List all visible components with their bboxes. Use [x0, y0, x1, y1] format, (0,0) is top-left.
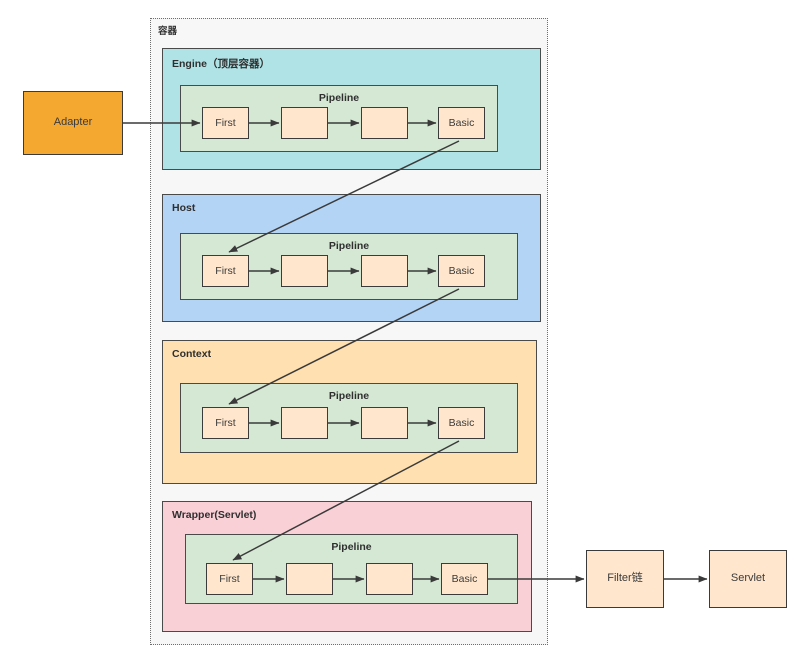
valve-label: First — [215, 265, 236, 277]
valve-wrapper-basic[interactable]: Basic — [441, 563, 488, 595]
valve-engine-basic[interactable]: Basic — [438, 107, 485, 139]
pipeline-context-label: Pipeline — [328, 390, 370, 402]
pipeline-host-label: Pipeline — [328, 240, 370, 252]
valve-host-3[interactable] — [361, 255, 408, 287]
valve-host-first[interactable]: First — [202, 255, 249, 287]
valve-wrapper-first[interactable]: First — [206, 563, 253, 595]
valve-engine-2[interactable] — [281, 107, 328, 139]
tier-context-label: Context — [172, 348, 212, 360]
valve-label: First — [219, 573, 240, 585]
valve-context-basic[interactable]: Basic — [438, 407, 485, 439]
servlet-label: Servlet — [730, 572, 766, 585]
valve-label: First — [215, 417, 236, 429]
adapter-box[interactable]: Adapter — [23, 91, 123, 155]
valve-label: Basic — [448, 417, 475, 429]
valve-label: First — [215, 117, 236, 129]
adapter-label: Adapter — [53, 116, 93, 129]
outer-container-label: 容器 — [158, 26, 178, 37]
pipeline-engine-label: Pipeline — [318, 92, 360, 104]
valve-label: Basic — [451, 573, 478, 585]
tier-wrapper-label: Wrapper(Servlet) — [172, 509, 257, 521]
filter-chain-box[interactable]: Filter链 — [586, 550, 664, 608]
valve-engine-3[interactable] — [361, 107, 408, 139]
valve-host-basic[interactable]: Basic — [438, 255, 485, 287]
pipeline-wrapper-label: Pipeline — [331, 541, 372, 553]
servlet-box[interactable]: Servlet — [709, 550, 787, 608]
valve-label: Basic — [448, 117, 475, 129]
tier-host-label: Host — [172, 202, 196, 214]
valve-context-3[interactable] — [361, 407, 408, 439]
valve-host-2[interactable] — [281, 255, 328, 287]
tier-engine-label: Engine（顶层容器） — [172, 58, 271, 70]
valve-context-2[interactable] — [281, 407, 328, 439]
valve-context-first[interactable]: First — [202, 407, 249, 439]
valve-wrapper-3[interactable] — [366, 563, 413, 595]
valve-label: Basic — [448, 265, 475, 277]
valve-engine-first[interactable]: First — [202, 107, 249, 139]
filter-chain-label: Filter链 — [607, 572, 643, 585]
valve-wrapper-2[interactable] — [286, 563, 333, 595]
